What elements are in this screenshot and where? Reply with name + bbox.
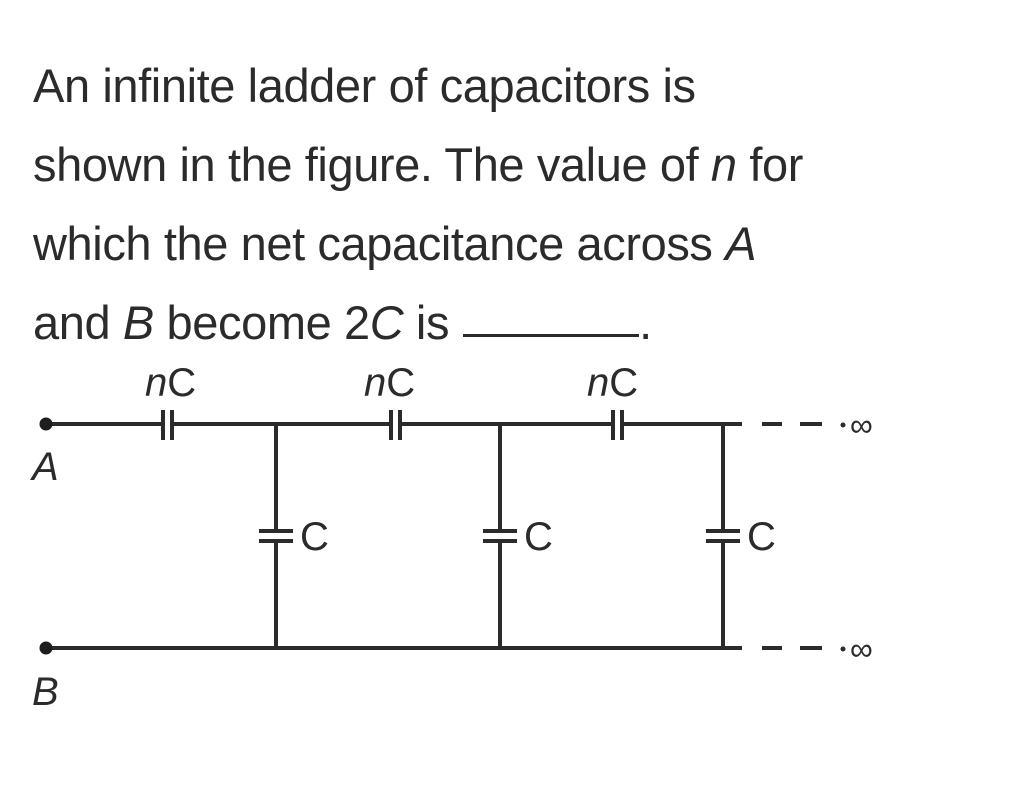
terminal-a-node bbox=[39, 417, 53, 431]
shunt-capacitor-label: C bbox=[747, 515, 776, 559]
question-line-3: which the net capacitance across A bbox=[33, 217, 757, 270]
series-capacitor-1 bbox=[161, 410, 174, 440]
shunt-capacitor-2 bbox=[483, 424, 517, 648]
variable-b: B bbox=[122, 296, 154, 349]
shunt-capacitor-3 bbox=[706, 424, 740, 648]
shunt-capacitor-label: C bbox=[300, 515, 329, 559]
shunt-capacitor-label: C bbox=[524, 515, 553, 559]
variable-c: C bbox=[369, 296, 404, 349]
series-capacitor-label: nnCC bbox=[145, 361, 196, 405]
series-capacitor-2 bbox=[389, 410, 402, 440]
infinity-symbol-top: ∞ bbox=[850, 407, 873, 443]
question-text: An infinite ladder of capacitors is show… bbox=[33, 46, 1018, 362]
series-capacitor-3 bbox=[611, 410, 624, 440]
question-line-2: shown in the figure. The value of n for bbox=[33, 138, 803, 191]
question-line-1: An infinite ladder of capacitors is bbox=[33, 59, 696, 112]
terminal-a-label: A bbox=[30, 445, 59, 489]
series-capacitor-label: nC bbox=[587, 361, 638, 405]
infinity-symbol-bottom: ∞ bbox=[850, 631, 873, 667]
series-capacitor-label: nC bbox=[364, 361, 415, 405]
answer-blank bbox=[463, 333, 640, 337]
variable-a: A bbox=[725, 217, 757, 270]
terminal-b-label: B bbox=[32, 670, 59, 714]
terminal-b-node bbox=[39, 641, 53, 655]
dot bbox=[840, 422, 846, 428]
question-line-4: and B become 2C is. bbox=[33, 296, 652, 349]
dot bbox=[840, 646, 846, 652]
variable-n: n bbox=[710, 138, 737, 191]
shunt-capacitor-1 bbox=[259, 424, 293, 648]
